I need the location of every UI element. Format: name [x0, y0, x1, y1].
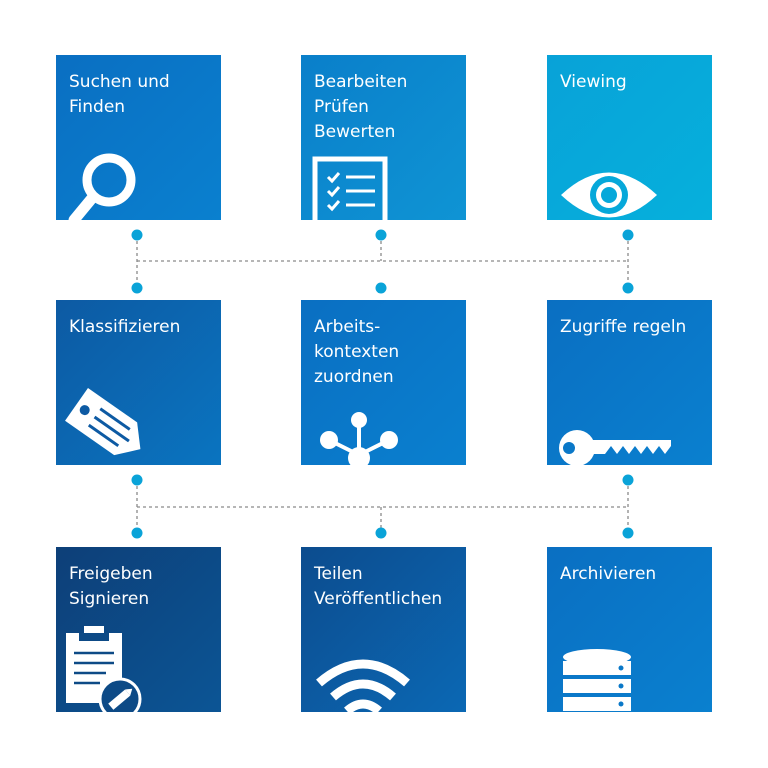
- tile-suchen-finden[interactable]: Suchen und Finden: [56, 55, 221, 220]
- magnifier-icon: [68, 153, 136, 220]
- tile-arbeitskontexten[interactable]: Arbeits- kontexten zuordnen: [301, 300, 466, 465]
- tile-label: Archivieren: [560, 564, 657, 584]
- key-icon: [559, 430, 671, 465]
- tile-freigeben-signieren[interactable]: Freigeben Signieren: [56, 547, 221, 712]
- connector-group-upper: [131, 229, 634, 294]
- network-node-icon: [320, 412, 398, 465]
- tile-label: Arbeits- kontexten zuordnen: [314, 317, 400, 387]
- wifi-signal-icon: [316, 659, 410, 712]
- tile-zugriffe-regeln[interactable]: Zugriffe regeln: [547, 300, 712, 465]
- connector-dot: [622, 527, 634, 539]
- tile-label: Bearbeiten Prüfen Bewerten: [314, 72, 408, 142]
- eye-icon: [561, 172, 657, 218]
- tile-archivieren[interactable]: Archivieren: [547, 547, 712, 712]
- connector-dot: [131, 527, 143, 539]
- connector-dot: [375, 527, 387, 539]
- tag-icon: [65, 387, 141, 456]
- checklist-icon: [312, 156, 388, 220]
- tile-label: Viewing: [560, 72, 627, 92]
- tile-viewing[interactable]: Viewing: [547, 55, 712, 220]
- connector-dot: [622, 282, 634, 294]
- database-icon: [563, 649, 631, 711]
- connector-group-lower: [131, 474, 634, 539]
- tile-label: Freigeben Signieren: [69, 564, 153, 609]
- connector-dot: [131, 229, 143, 241]
- clipboard-pen-icon: [66, 626, 142, 712]
- tile-klassifizieren[interactable]: Klassifizieren: [56, 300, 221, 465]
- tile-label: Teilen Veröffentlichen: [314, 564, 443, 609]
- tile-label: Zugriffe regeln: [560, 317, 687, 337]
- tile-teilen-veroeffentlichen[interactable]: Teilen Veröffentlichen: [301, 547, 466, 712]
- connector-dot: [131, 474, 143, 486]
- connector-dot: [622, 474, 634, 486]
- tile-bearbeiten[interactable]: Bearbeiten Prüfen Bewerten: [301, 55, 466, 220]
- tile-label: Suchen und Finden: [69, 72, 170, 117]
- connector-dot: [131, 282, 143, 294]
- connector-dot: [375, 282, 387, 294]
- tile-label: Klassifizieren: [69, 317, 181, 337]
- connector-dot: [622, 229, 634, 241]
- connector-dot: [375, 229, 387, 241]
